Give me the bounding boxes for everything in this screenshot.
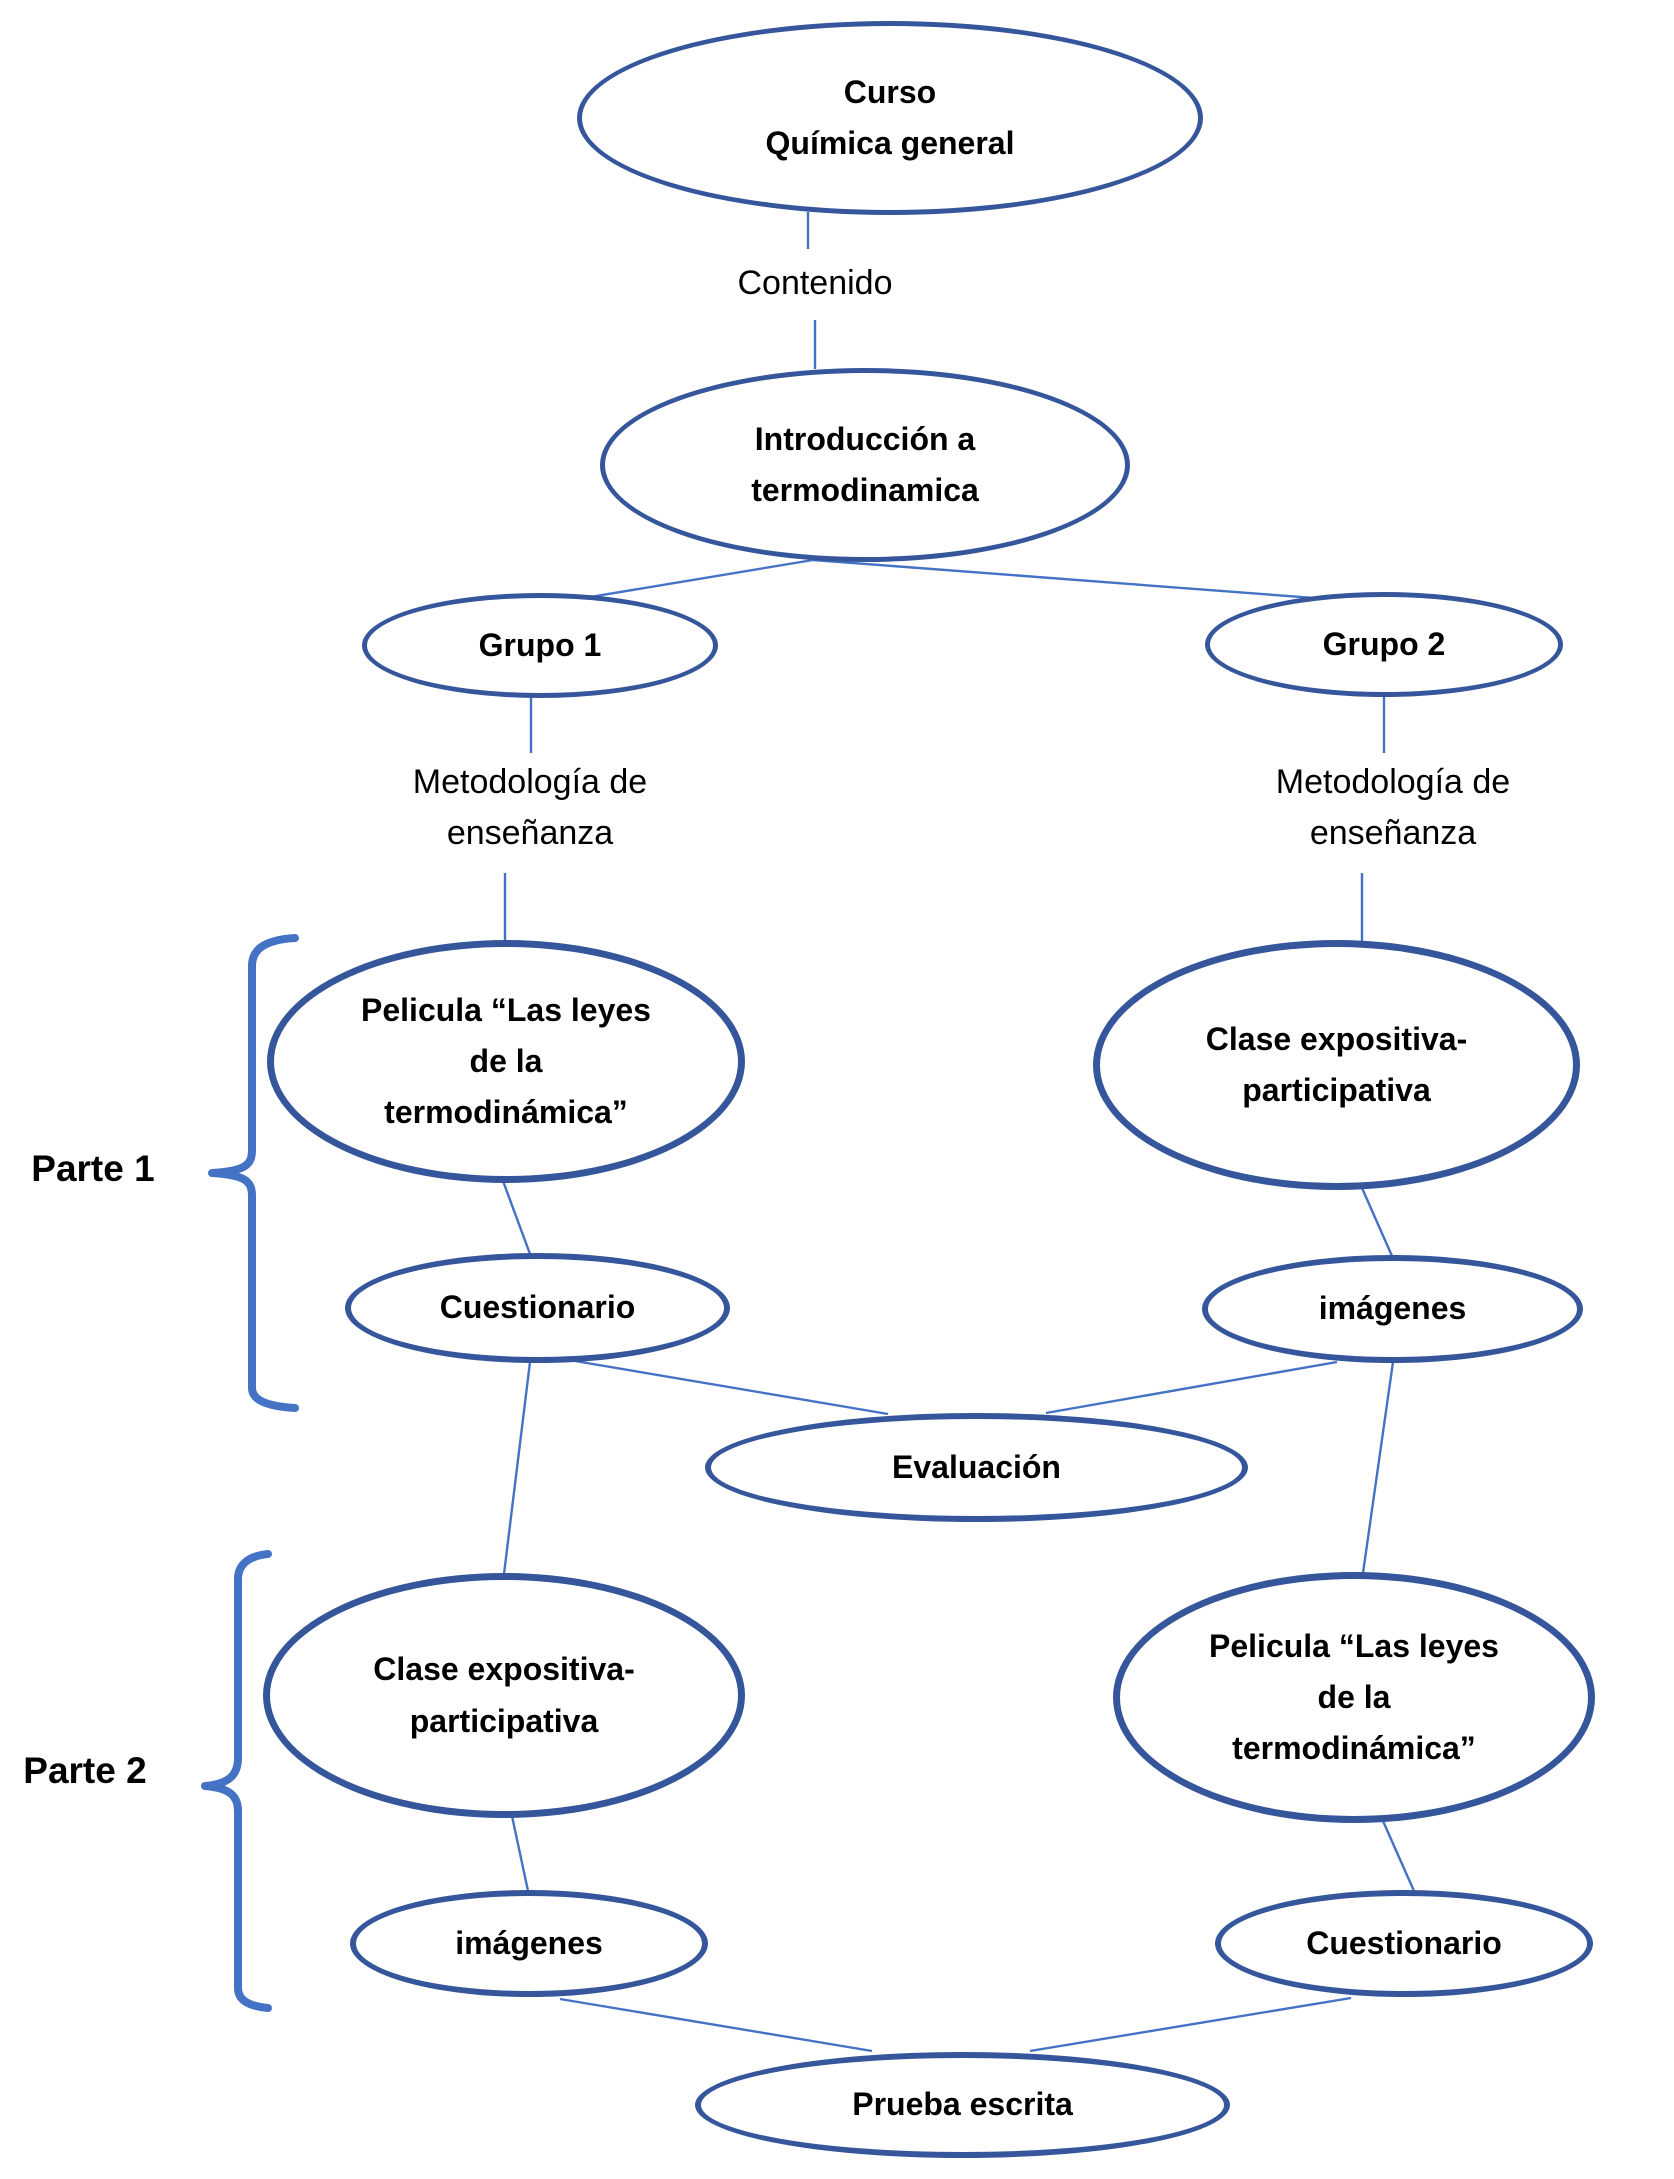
- node-curso-label: Curso Química general: [765, 73, 1015, 161]
- node-evaluacion-label: Evaluación: [892, 1448, 1061, 1485]
- edge-cuestionario1-evaluacion: [574, 1359, 889, 1416]
- parte2-brace: [201, 1550, 272, 2012]
- node-imagenes-parte1: imágenes: [1202, 1255, 1583, 1363]
- edge-pelicula1-cuestionario1: [501, 1180, 532, 1255]
- edge-clase1-imagenes1: [1360, 1187, 1394, 1257]
- node-grupo1-label: Grupo 1: [478, 626, 602, 663]
- edge-introduccion-grupo1: [559, 558, 814, 604]
- node-imagenes-parte1-label: imágenes: [1318, 1290, 1467, 1327]
- node-clase-expositiva-parte2-label: Clase expositiva- participativa: [373, 1651, 635, 1739]
- edge-imagenes2-prueba: [559, 1997, 873, 2053]
- node-imagenes-parte2-label: imágenes: [455, 1924, 603, 1961]
- node-pelicula-parte1-label: Pelicula “Las leyes de la termodinámica”: [361, 991, 651, 1131]
- node-cuestionario-parte1-label: Cuestionario: [439, 1289, 636, 1326]
- node-pelicula-parte1: Pelicula “Las leyes de la termodinámica”: [267, 940, 745, 1183]
- metodologia-grupo2-label: Metodología de enseñanza: [1275, 763, 1511, 852]
- parte1-brace: [208, 934, 299, 1412]
- node-grupo1: Grupo 1: [362, 593, 718, 698]
- node-introduccion: Introducción a termodinamica: [600, 368, 1130, 562]
- edge-pelicula2-cuestionario2: [1381, 1820, 1416, 1892]
- node-prueba-escrita: Prueba escrita: [695, 2052, 1230, 2158]
- contenido-label: Contenido: [737, 264, 893, 302]
- node-grupo2-label: Grupo 2: [1322, 625, 1446, 662]
- node-grupo2: Grupo 2: [1205, 592, 1563, 697]
- node-evaluacion: Evaluación: [705, 1413, 1248, 1522]
- edge-imagenes1-pelicula2: [1361, 1361, 1395, 1574]
- node-prueba-escrita-label: Prueba escrita: [852, 2086, 1073, 2123]
- node-curso: Curso Química general: [577, 21, 1203, 215]
- edge-imagenes1-evaluacion: [1045, 1360, 1338, 1415]
- edge-introduccion-grupo2: [812, 558, 1368, 604]
- edge-cuestionario1-clase2: [502, 1361, 532, 1575]
- node-pelicula-parte2-label: Pelicula “Las leyes de la termodinámica”: [1209, 1627, 1499, 1767]
- edge-clase2-imagenes2: [510, 1815, 530, 1892]
- parte1-label: Parte 1: [31, 1148, 155, 1189]
- node-cuestionario-parte2-label: Cuestionario: [1306, 1924, 1502, 1961]
- node-imagenes-parte2: imágenes: [350, 1890, 708, 1997]
- node-pelicula-parte2: Pelicula “Las leyes de la termodinámica”: [1113, 1572, 1595, 1823]
- node-cuestionario-parte2: Cuestionario: [1215, 1890, 1593, 1997]
- parte2-label: Parte 2: [23, 1750, 147, 1791]
- node-clase-expositiva-parte1: Clase expositiva- participativa: [1093, 940, 1580, 1190]
- metodologia-grupo1-label: Metodología de enseñanza: [412, 763, 648, 852]
- edge-cuestionario2-prueba: [1029, 1996, 1352, 2053]
- node-cuestionario-parte1: Cuestionario: [345, 1253, 730, 1363]
- node-introduccion-label: Introducción a termodinamica: [751, 420, 979, 508]
- node-clase-expositiva-parte1-label: Clase expositiva- participativa: [1205, 1020, 1468, 1108]
- node-clase-expositiva-parte2: Clase expositiva- participativa: [263, 1573, 745, 1818]
